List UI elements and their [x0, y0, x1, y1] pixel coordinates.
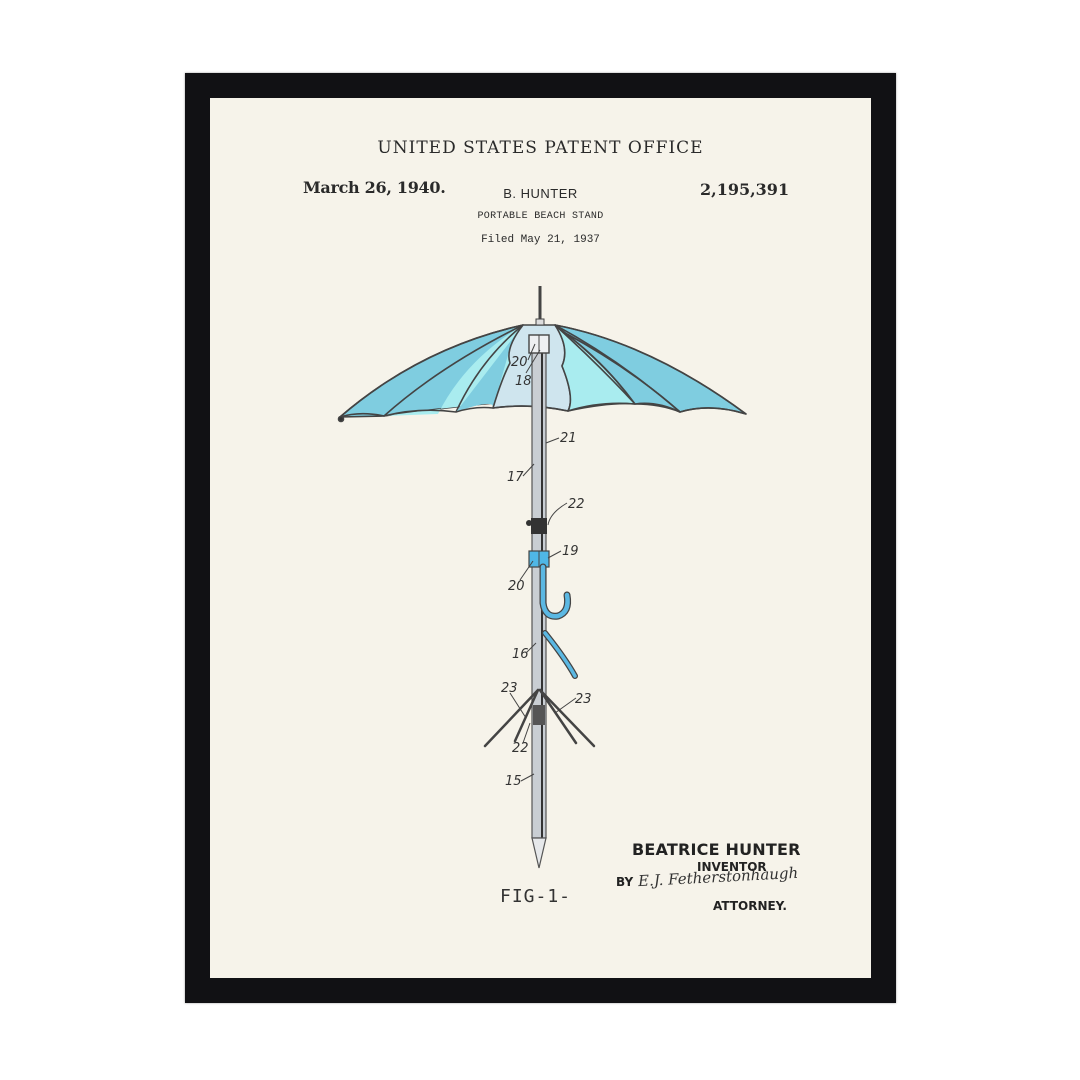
ref-18: 18: [515, 374, 532, 389]
by-label: BY: [616, 875, 634, 889]
ref-16: 16: [512, 647, 529, 662]
leader-lines: [509, 343, 577, 782]
ref-17: 17: [507, 470, 524, 485]
tripod-joint: [533, 705, 545, 725]
inventor-role: INVENTOR: [697, 860, 767, 874]
ref-20-lower: 20: [508, 579, 525, 594]
lever-clamp: [531, 518, 547, 534]
office-title: UNITED STATES PATENT OFFICE: [377, 138, 704, 158]
patent-subject: PORTABLE BEACH STAND: [477, 211, 604, 222]
inventor-name: BEATRICE HUNTER: [632, 840, 801, 859]
ref-22-lower: 22: [512, 741, 529, 756]
reference-numerals: 20 18 21 17 22 19 20 16 23 23 22 15: [501, 355, 592, 789]
patent-number: 2,195,391: [700, 180, 790, 199]
figure-label: FIG-1-: [500, 886, 572, 907]
inventor-short-name: B. HUNTER: [503, 186, 578, 201]
patent-paper: UNITED STATES PATENT OFFICE March 26, 19…: [210, 98, 871, 978]
picture-frame: UNITED STATES PATENT OFFICE March 26, 19…: [185, 73, 896, 1003]
ref-20-upper: 20: [511, 355, 528, 370]
patent-date: March 26, 1940.: [303, 178, 446, 197]
ref-21: 21: [560, 431, 577, 446]
ref-22-upper: 22: [568, 497, 585, 512]
filed-date: Filed May 21, 1937: [481, 234, 600, 246]
ref-19: 19: [562, 544, 579, 559]
tripod-legs: [483, 688, 596, 748]
ref-23-left: 23: [501, 681, 518, 696]
ref-15: 15: [505, 774, 522, 789]
umbrella-drawing: 20 18 21 17 22 19 20 16 23 23 22 15: [337, 286, 747, 869]
ref-23-right: 23: [575, 692, 592, 707]
umbrella-canopy: [337, 324, 747, 423]
attorney-role: ATTORNEY.: [713, 899, 787, 913]
